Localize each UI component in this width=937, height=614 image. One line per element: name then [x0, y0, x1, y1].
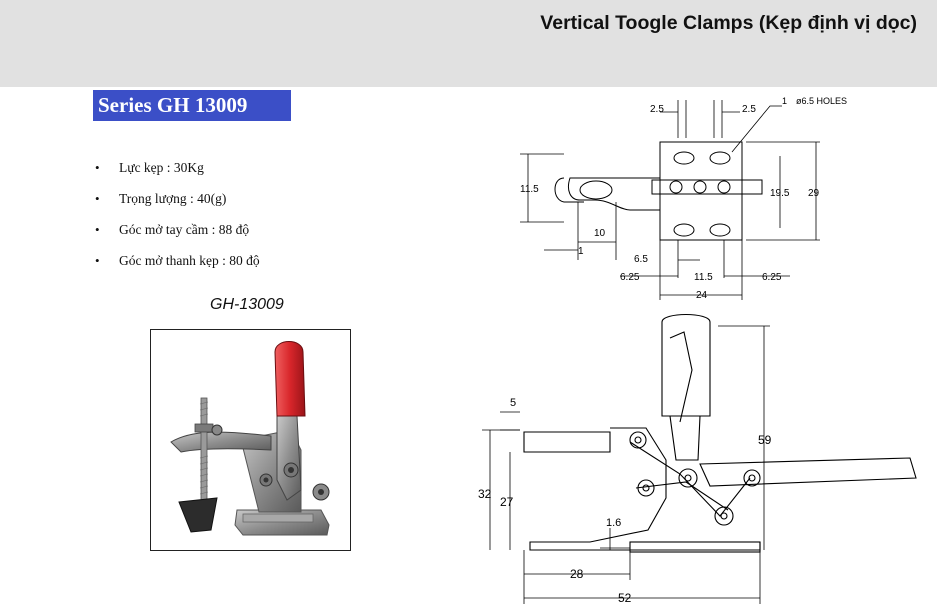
dim-27: 27: [500, 495, 514, 509]
dim-52: 52: [618, 591, 632, 605]
dim-2-5-right: 2.5: [742, 104, 756, 115]
dim-24: 24: [696, 290, 708, 301]
dim-6-25-right: 6.25: [762, 272, 782, 283]
top-view-drawing: 2.5 2.5 1 ø6.5 HOLES 11.5 19.5 29 10 1 6…: [520, 96, 847, 301]
header-band: [0, 0, 937, 87]
dim-29: 29: [808, 188, 820, 199]
dim-2-5-left: 2.5: [650, 104, 664, 115]
dim-5: 5: [510, 397, 516, 409]
spec-clamp-force: Lực kẹp : 30Kg: [95, 160, 260, 191]
product-photo: [170, 341, 330, 536]
page-title: Vertical Toogle Clamps (Kẹp định vị dọc): [540, 12, 917, 34]
dim-11-5-bottom: 11.5: [694, 272, 713, 283]
dim-19-5: 19.5: [770, 188, 790, 199]
dim-1: 1: [578, 246, 584, 257]
spec-handle-angle: Góc mở tay cầm : 88 độ: [95, 222, 260, 253]
series-badge: Series GH 13009: [93, 90, 291, 121]
dim-6-5: 6.5: [634, 254, 648, 265]
dim-32: 32: [478, 487, 492, 501]
product-photo-frame: [150, 329, 351, 551]
dim-59: 59: [758, 433, 772, 447]
dim-6-25-left: 6.25: [620, 272, 640, 283]
dim-holes: ø6.5 HOLES: [796, 96, 847, 106]
spec-list: Lực kẹp : 30Kg Trọng lượng : 40(g) Góc m…: [95, 160, 260, 284]
dim-10: 10: [594, 228, 606, 239]
model-caption: GH-13009: [210, 296, 284, 313]
spec-bar-angle: Góc mở thanh kẹp : 80 độ: [95, 253, 260, 284]
spec-weight: Trọng lượng : 40(g): [95, 191, 260, 222]
dim-1-6: 1.6: [606, 517, 621, 529]
dim-11-5: 11.5: [520, 184, 539, 195]
dim-28: 28: [570, 567, 584, 581]
side-view-drawing: 5 59 32 27 1.6 28 52: [478, 314, 917, 605]
dim-hole-count: 1: [782, 96, 787, 106]
